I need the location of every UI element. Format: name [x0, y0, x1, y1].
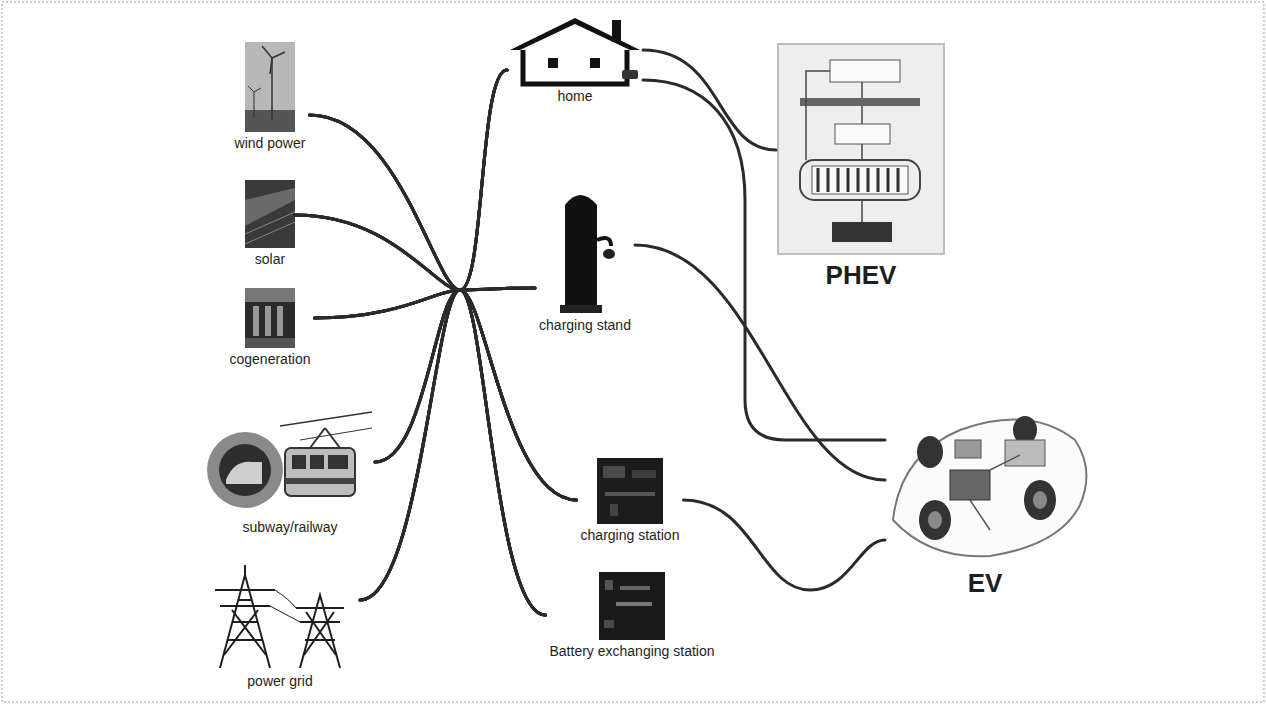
- power-cable: [684, 500, 886, 590]
- power-cable: [360, 288, 535, 600]
- phev-schematic: [778, 44, 944, 254]
- power-cable: [375, 290, 546, 615]
- power-cable: [315, 288, 536, 318]
- ev-car: [893, 416, 1086, 556]
- picture-node: charging stand: [535, 182, 635, 335]
- node-caption: EV: [885, 566, 1085, 601]
- pylon-picture: [215, 565, 344, 668]
- power-cable: [310, 115, 546, 615]
- power-cable: [295, 215, 535, 290]
- picture-node: charging station: [577, 458, 684, 545]
- picture-node: EV: [885, 410, 1085, 601]
- picture-node: subway/railway: [205, 408, 375, 537]
- node-caption: charging stand: [535, 316, 635, 335]
- picture-node: Battery exchanging station: [546, 572, 719, 661]
- picture-node: PHEV: [776, 42, 946, 293]
- node-caption: power grid: [200, 672, 360, 691]
- picture-node: power grid: [200, 560, 360, 691]
- subway-picture: [207, 412, 372, 508]
- wind-picture: [245, 42, 295, 132]
- station-picture: [597, 458, 663, 524]
- picture-node: cogeneration: [226, 288, 315, 369]
- power-cable: [360, 290, 577, 600]
- node-caption: solar: [245, 250, 295, 269]
- power-cable: [643, 50, 776, 150]
- battery-station-picture: [599, 572, 665, 640]
- power-cable: [310, 115, 577, 500]
- solar-picture: [245, 180, 295, 248]
- node-caption: subway/railway: [205, 518, 375, 537]
- cogeneration-picture: [245, 288, 295, 348]
- node-caption: cogeneration: [226, 350, 315, 369]
- picture-node: wind power: [231, 42, 310, 153]
- picture-node: solar: [245, 180, 295, 269]
- node-caption: Battery exchanging station: [546, 642, 719, 661]
- power-cable: [315, 290, 546, 615]
- power-cable: [375, 288, 535, 462]
- node-caption: PHEV: [776, 258, 946, 293]
- power-cable: [310, 115, 536, 290]
- power-cable: [295, 215, 577, 500]
- house-picture: [510, 18, 640, 84]
- power-cable: [360, 70, 507, 600]
- power-cable: [360, 290, 546, 615]
- power-cable: [310, 70, 508, 290]
- charger-picture: [560, 195, 615, 313]
- power-cable: [315, 70, 508, 318]
- node-caption: charging station: [577, 526, 684, 545]
- node-caption: wind power: [231, 134, 310, 153]
- picture-node: home: [507, 15, 643, 106]
- node-caption: home: [507, 87, 643, 106]
